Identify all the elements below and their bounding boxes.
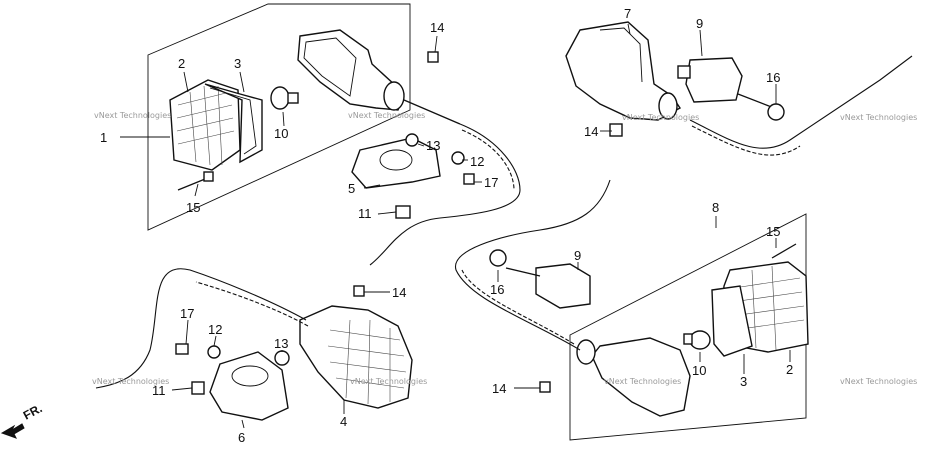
lens-gasket xyxy=(204,83,263,164)
wire-top xyxy=(369,123,521,266)
washer-12a xyxy=(451,151,465,165)
label-part-12a: 12 xyxy=(470,154,484,169)
label-part-8: 8 xyxy=(712,200,719,215)
label-part-2b: 2 xyxy=(786,362,793,377)
label-part-7: 7 xyxy=(624,6,631,21)
label-part-17a: 17 xyxy=(484,175,498,190)
screw-14b xyxy=(353,285,365,297)
wire-bottom-left-b xyxy=(195,281,309,327)
nut-16b xyxy=(489,249,507,267)
washer-12b xyxy=(207,345,221,359)
nut-13a xyxy=(405,133,419,147)
socket-9b xyxy=(505,263,591,309)
wire-right xyxy=(689,55,913,149)
wire-bottom-left xyxy=(95,268,307,389)
label-part-10b: 10 xyxy=(692,363,706,378)
label-part-14b: 14 xyxy=(392,285,406,300)
label-part-2a: 2 xyxy=(178,56,185,71)
front-turn-lens xyxy=(169,79,241,171)
screw xyxy=(177,171,214,191)
label-part-17b: 17 xyxy=(180,306,194,321)
direction-label: FR. xyxy=(21,401,45,422)
watermark-8: vNext Technologies xyxy=(840,377,917,386)
lens-gasket-right xyxy=(711,285,753,357)
screw-14a xyxy=(427,51,439,63)
nut-16a xyxy=(767,103,785,121)
label-part-1: 1 xyxy=(100,130,107,145)
group-box-left xyxy=(147,3,411,231)
bulb-right xyxy=(683,330,711,350)
label-part-3b: 3 xyxy=(740,374,747,389)
screw-15b xyxy=(771,243,797,259)
stay-bracket-bottom xyxy=(209,351,289,421)
grommet-11a xyxy=(395,205,411,219)
nut-13b xyxy=(274,350,290,366)
turn-signal-housing-right xyxy=(565,21,682,121)
watermark-4: vNext Technologies xyxy=(840,113,917,122)
label-part-15a: 15 xyxy=(186,200,200,215)
label-part-3a: 3 xyxy=(234,56,241,71)
watermark-6: vNext Technologies xyxy=(350,377,427,386)
arrow-icon xyxy=(0,423,25,439)
label-part-11b: 11 xyxy=(152,383,166,398)
label-part-4: 4 xyxy=(340,414,347,429)
bolt-17a xyxy=(463,173,475,185)
watermark-7: vNext Technologies xyxy=(604,377,681,386)
wire-right-b xyxy=(691,125,801,156)
grommet-11b xyxy=(191,381,205,395)
wire-bottom-right-b xyxy=(461,269,575,345)
label-part-11a: 11 xyxy=(358,206,372,221)
direction-indicator: FR. xyxy=(0,401,45,439)
bolt-17b xyxy=(175,343,189,355)
label-part-14d: 14 xyxy=(492,381,506,396)
label-part-5: 5 xyxy=(348,181,355,196)
label-part-13b: 13 xyxy=(274,336,288,351)
label-part-12b: 12 xyxy=(208,322,222,337)
turn-signal-housing-bottom-right xyxy=(576,337,691,417)
label-part-10a: 10 xyxy=(274,126,288,141)
screw-14d xyxy=(539,381,551,393)
label-part-16b: 16 xyxy=(490,282,504,297)
bulb xyxy=(270,86,299,110)
label-part-16a: 16 xyxy=(766,70,780,85)
socket-9a xyxy=(677,57,775,109)
group-box-right xyxy=(569,213,807,441)
turn-signal-housing-bottom-left xyxy=(299,305,413,409)
label-part-14a: 14 xyxy=(430,20,444,35)
label-part-14c: 14 xyxy=(584,124,598,139)
label-part-6: 6 xyxy=(238,430,245,445)
label-part-13a: 13 xyxy=(426,138,440,153)
label-part-9b: 9 xyxy=(574,248,581,263)
watermark-1: vNext Technologies xyxy=(94,111,171,120)
label-part-15b: 15 xyxy=(766,224,780,239)
leader-lines xyxy=(120,23,791,429)
watermark-3: vNext Technologies xyxy=(622,113,699,122)
label-part-9a: 9 xyxy=(696,16,703,31)
wire-top-b xyxy=(461,129,515,191)
watermark-2: vNext Technologies xyxy=(348,111,425,120)
screw-14c xyxy=(609,123,623,137)
turn-signal-housing-top xyxy=(297,29,461,125)
wire-bottom-right xyxy=(455,179,611,351)
watermark-5: vNext Technologies xyxy=(92,377,169,386)
